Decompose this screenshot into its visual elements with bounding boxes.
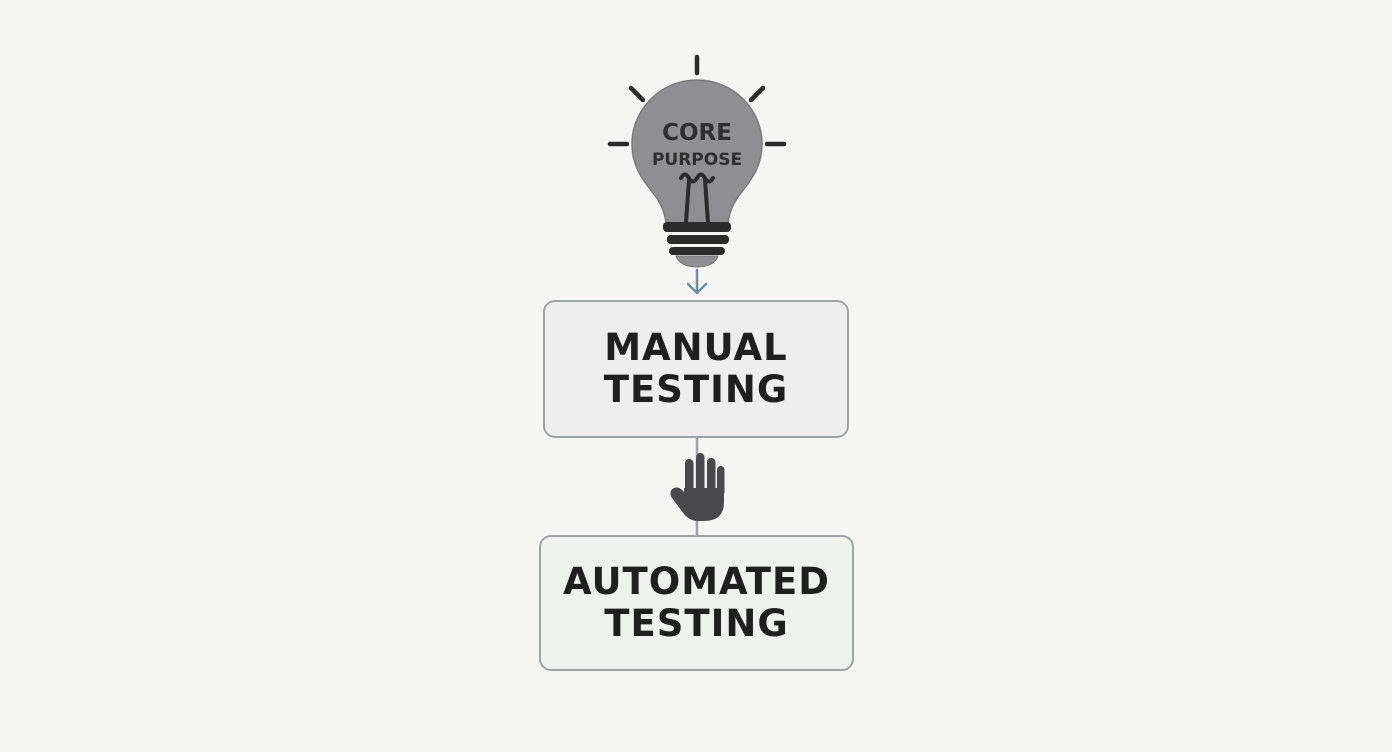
bulb-base	[663, 222, 731, 268]
automated-testing-box: AUTOMATED TESTING	[539, 535, 854, 671]
bulb-filament	[679, 172, 715, 224]
manual-testing-box: MANUAL TESTING	[543, 300, 849, 438]
automated-box-line1: AUTOMATED	[562, 560, 831, 603]
hand-icon	[670, 453, 725, 521]
manual-box-line1: MANUAL	[604, 326, 788, 369]
lightbulb-icon: CORE PURPOSE	[607, 54, 787, 268]
light-rays	[607, 54, 787, 147]
manual-box-line2: TESTING	[603, 368, 789, 411]
bulb-label-line2: PURPOSE	[652, 150, 742, 170]
down-arrow-icon	[686, 268, 708, 295]
automated-box-line2: TESTING	[604, 602, 789, 645]
bulb-label-line1: CORE	[662, 120, 732, 146]
